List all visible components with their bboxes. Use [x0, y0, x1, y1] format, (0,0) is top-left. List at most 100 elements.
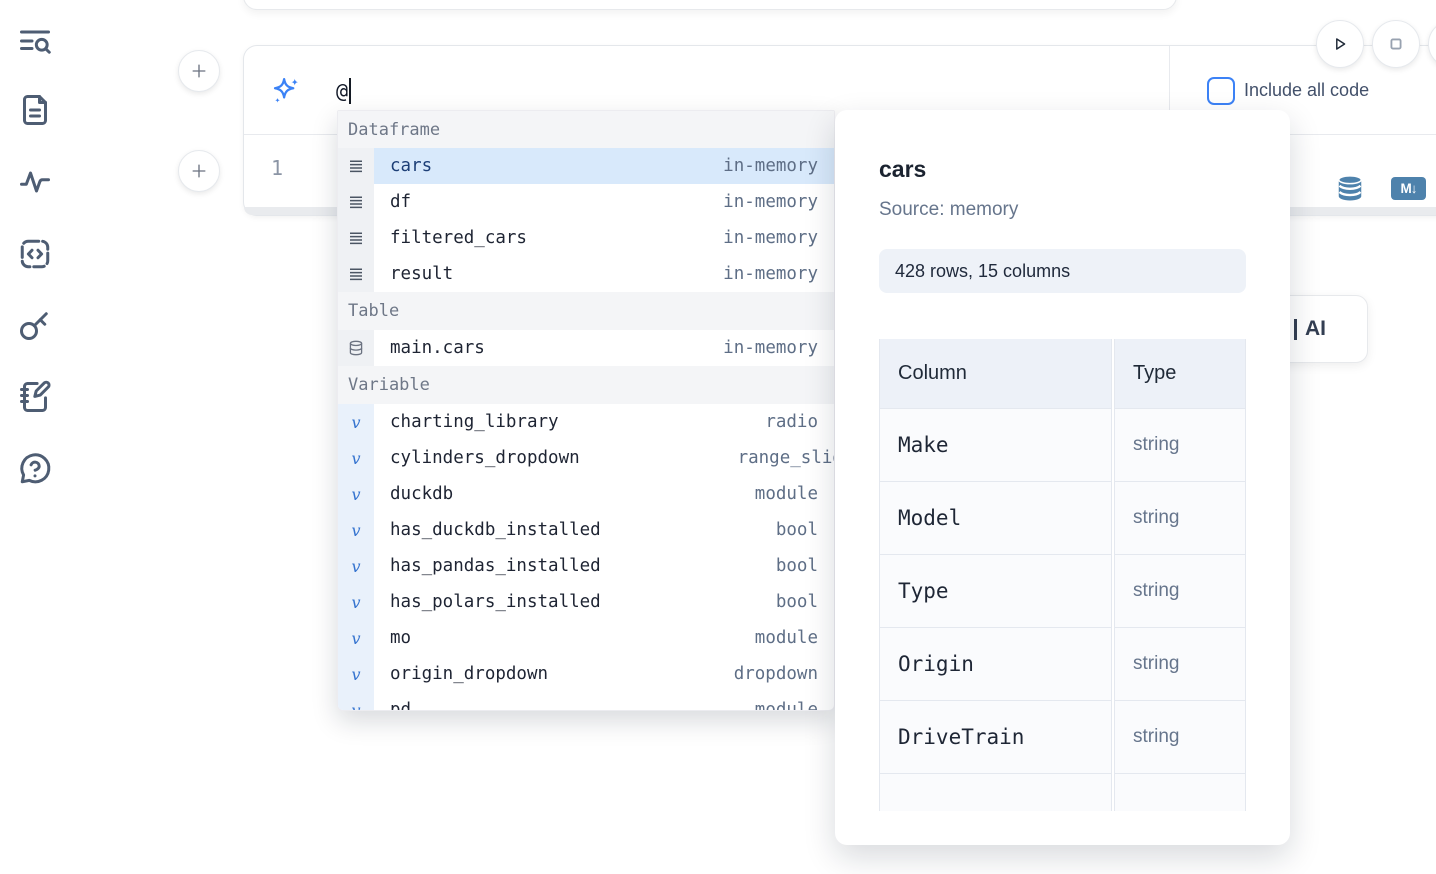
item-type: module [754, 484, 818, 504]
item-name: has_polars_installed [390, 592, 601, 612]
item-name: df [390, 192, 412, 212]
column-name: Make [879, 408, 1112, 482]
variable-icon: v [338, 584, 374, 620]
table-db-icon [338, 330, 374, 366]
item-name: pd [390, 700, 412, 711]
item-name: cars [390, 156, 433, 176]
column-type: string [1114, 554, 1246, 628]
key-icon[interactable] [16, 306, 54, 344]
run-cell-button[interactable] [1316, 20, 1364, 68]
autocomplete-popup: Dataframe cars in-memory df in-memory filt… [337, 110, 835, 711]
markdown-export-icon[interactable]: M↓ [1391, 177, 1426, 200]
variable-icon: v [338, 656, 374, 692]
completion-item-has-duckdb-installed[interactable]: v has_duckdb_installed bool [338, 512, 834, 548]
item-name: filtered_cars [390, 228, 527, 248]
database-icon[interactable] [1334, 173, 1366, 203]
item-name: mo [390, 628, 412, 648]
completion-item-has-pandas-installed[interactable]: v has_pandas_installed bool [338, 548, 834, 584]
column-type: string [1114, 481, 1246, 555]
help-circle-icon[interactable] [16, 450, 54, 488]
schema-row: Make string [879, 408, 1246, 482]
item-name: has_duckdb_installed [390, 520, 601, 540]
column-name: Type [879, 554, 1112, 628]
completion-item-duckdb[interactable]: v duckdb module [338, 476, 834, 512]
item-name: cylinders_dropdown [390, 448, 580, 468]
item-type: bool [775, 556, 818, 576]
activity-icon[interactable] [16, 163, 54, 201]
completion-item-df[interactable]: df in-memory [338, 184, 834, 220]
variable-icon: v [338, 404, 374, 440]
search-list-icon[interactable] [16, 22, 54, 60]
column-type: string [1114, 408, 1246, 482]
column-header: Column [879, 339, 1112, 409]
item-name: main.cars [390, 338, 485, 358]
include-all-code-checkbox[interactable] [1207, 77, 1235, 105]
completion-item-main-cars[interactable]: main.cars in-memory [338, 330, 834, 366]
completion-item-cylinders-dropdown[interactable]: v cylinders_dropdown range_slider [338, 440, 834, 476]
dataframe-icon [338, 220, 374, 256]
preview-title: cars [879, 156, 927, 182]
document-icon[interactable] [16, 91, 54, 129]
line-number: 1 [270, 156, 284, 180]
ai-prompt-input[interactable]: @ [336, 77, 352, 105]
variable-icon: v [338, 548, 374, 584]
item-name: origin_dropdown [390, 664, 549, 684]
item-name: charting_library [390, 412, 559, 432]
item-type: bool [775, 592, 818, 612]
ai-sparkle-icon [271, 76, 301, 106]
item-type: in-memory [723, 192, 818, 212]
item-name: has_pandas_installed [390, 556, 601, 576]
item-type: bool [775, 520, 818, 540]
item-type: in-memory [723, 264, 818, 284]
column-type: string [1114, 627, 1246, 701]
notebook-pen-icon[interactable] [16, 378, 54, 416]
dataframe-icon [338, 184, 374, 220]
add-cell-above-button[interactable] [178, 50, 220, 92]
completion-item-charting-library[interactable]: v charting_library radio [338, 404, 834, 440]
section-header-dataframe: Dataframe [338, 111, 834, 148]
column-name: Origin [879, 627, 1112, 701]
schema-row-partial [879, 773, 1246, 811]
column-name: DriveTrain [879, 700, 1112, 774]
dataframe-icon [338, 256, 374, 292]
prompt-text: @ [336, 79, 349, 103]
item-type: module [754, 628, 818, 648]
variable-icon: v [338, 692, 374, 710]
code-cell-icon[interactable] [16, 235, 54, 273]
item-type: radio [765, 412, 818, 432]
schema-header-row: Column Type [879, 339, 1246, 409]
variable-icon: v [338, 512, 374, 548]
schema-row: DriveTrain string [879, 700, 1246, 774]
clipped-letter [1294, 318, 1297, 340]
item-name: result [390, 264, 454, 284]
variable-icon: v [338, 440, 374, 476]
section-header-table: Table [338, 292, 834, 330]
section-header-variable: Variable [338, 366, 834, 404]
variable-icon: v [338, 620, 374, 656]
dataframe-icon [338, 148, 374, 184]
item-type: in-memory [723, 156, 818, 176]
stop-cell-button[interactable] [1372, 20, 1420, 68]
ai-button-label: AI [1305, 317, 1326, 340]
include-all-code-label: Include all code [1244, 80, 1370, 100]
completion-item-mo[interactable]: v mo module [338, 620, 834, 656]
completion-item-filtered-cars[interactable]: filtered_cars in-memory [338, 220, 834, 256]
completion-item-has-polars-installed[interactable]: v has_polars_installed bool [338, 584, 834, 620]
item-type: range_slider [737, 448, 834, 468]
schema-row: Type string [879, 554, 1246, 628]
item-name: duckdb [390, 484, 454, 504]
completion-item-cars[interactable]: cars in-memory [338, 148, 834, 184]
variable-icon: v [338, 476, 374, 512]
add-cell-below-button[interactable] [178, 150, 220, 192]
item-type: in-memory [723, 228, 818, 248]
text-caret [349, 78, 352, 104]
column-name: Model [879, 481, 1112, 555]
prompt-divider [1169, 46, 1170, 134]
item-type: in-memory [723, 338, 818, 358]
completion-item-result[interactable]: result in-memory [338, 256, 834, 292]
preview-source: Source: memory [879, 199, 1019, 220]
schema-table: Column Type Make string Model string Typ… [879, 339, 1246, 811]
